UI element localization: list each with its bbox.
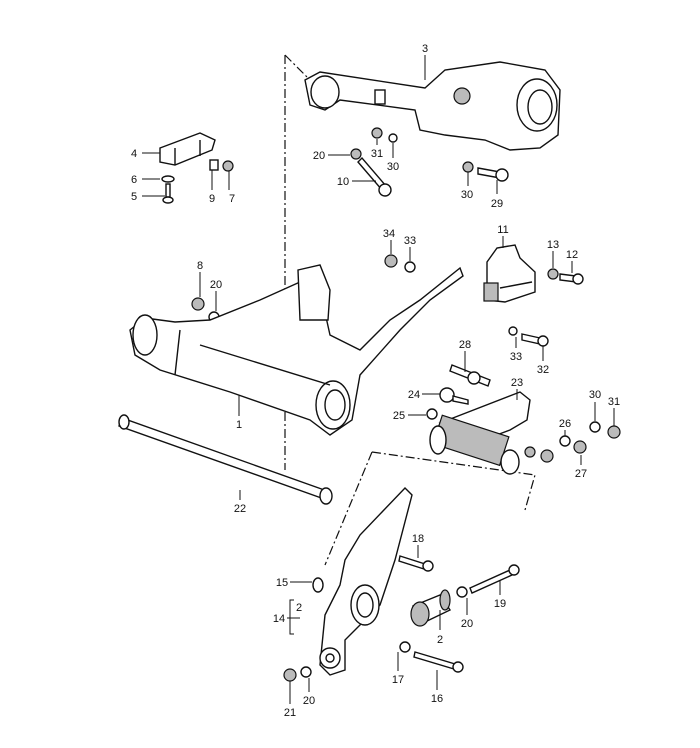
callout-20: 20 <box>313 150 325 162</box>
callout-31: 31 <box>371 148 383 160</box>
callout-15: 15 <box>276 577 288 589</box>
callout-14: 14 <box>273 613 285 625</box>
callout-19: 19 <box>494 598 506 610</box>
callout-30: 30 <box>589 389 601 401</box>
callout-21: 21 <box>284 707 296 719</box>
callout-3: 3 <box>422 43 428 55</box>
callout-29: 29 <box>491 198 503 210</box>
callout-30: 30 <box>387 161 399 173</box>
suspension-arm-part <box>283 486 520 682</box>
callout-30: 30 <box>461 189 473 201</box>
transmission-carrier-part <box>304 61 561 151</box>
callout-11: 11 <box>497 224 508 236</box>
assembly-line <box>284 54 311 81</box>
callout-17: 17 <box>392 674 404 686</box>
callout-26: 26 <box>559 418 571 430</box>
spring-plate-part <box>426 364 621 475</box>
engine-mount-part <box>483 244 536 303</box>
callout-10: 10 <box>337 176 349 188</box>
callout-18: 18 <box>412 533 424 545</box>
callout-31: 31 <box>608 396 620 408</box>
callout-7: 7 <box>229 193 235 205</box>
callout-8: 8 <box>197 260 203 272</box>
callout-2: 2 <box>296 602 302 614</box>
callout-13: 13 <box>547 239 559 251</box>
callout-33: 33 <box>510 351 522 363</box>
callout-9: 9 <box>209 193 215 205</box>
callout-5: 5 <box>131 191 137 203</box>
torsion-bar-part <box>118 414 333 505</box>
callout-33: 33 <box>404 235 416 247</box>
callout-1: 1 <box>236 419 242 431</box>
callout-20: 20 <box>303 695 315 707</box>
callout-4: 4 <box>131 148 137 160</box>
callout-2: 2 <box>437 634 443 646</box>
trailing-arm-part <box>129 264 464 436</box>
callout-34: 34 <box>383 228 395 240</box>
callout-28: 28 <box>459 339 471 351</box>
rubber-mount-part <box>159 132 216 166</box>
callout-25: 25 <box>393 410 405 422</box>
callout-6: 6 <box>131 174 137 186</box>
callout-20: 20 <box>461 618 473 630</box>
callout-23: 23 <box>511 377 523 389</box>
assembly-line <box>324 451 536 566</box>
callout-12: 12 <box>566 249 578 261</box>
callout-32: 32 <box>537 364 549 376</box>
callout-22: 22 <box>234 503 246 515</box>
callout-20: 20 <box>210 279 222 291</box>
callout-24: 24 <box>408 389 420 401</box>
callout-16: 16 <box>431 693 443 705</box>
callout-27: 27 <box>575 468 587 480</box>
